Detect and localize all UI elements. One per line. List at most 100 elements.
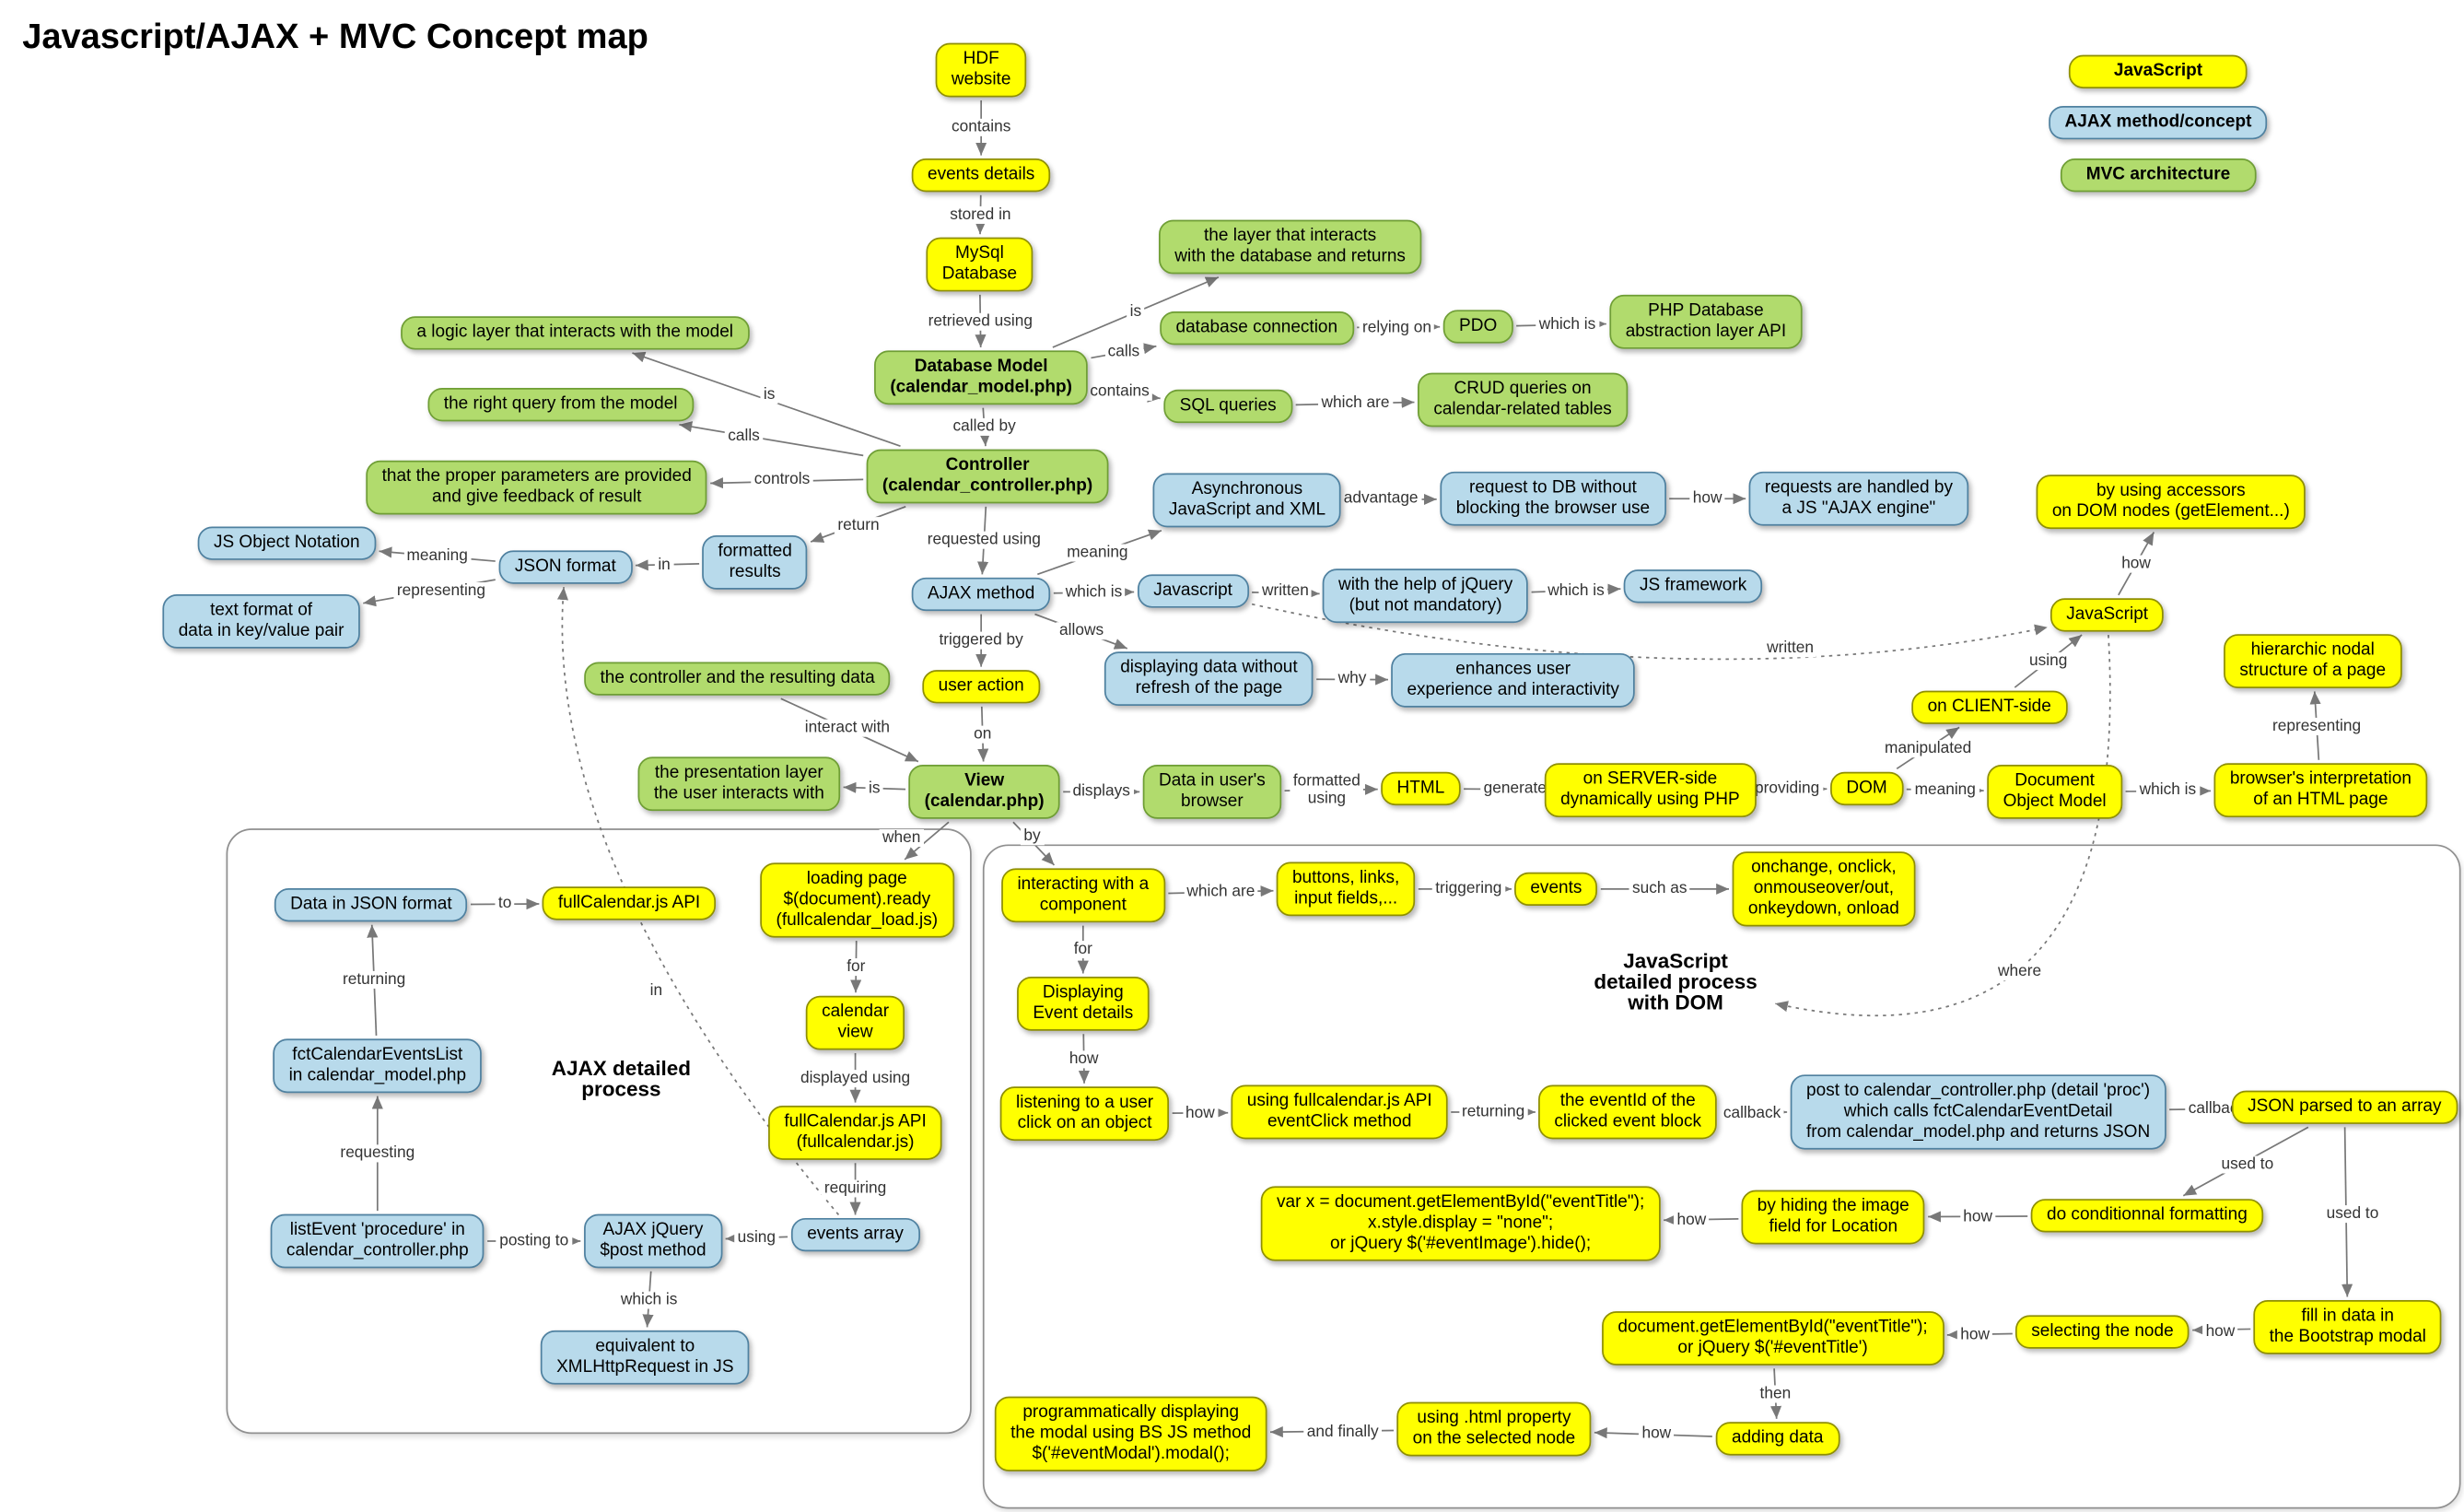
node-loading_page: loading page $(document).ready (fullcale…: [760, 862, 954, 938]
node-dom: DOM: [1830, 771, 1904, 806]
edge-label-javascript_yellow-dom_label: where: [1994, 963, 2045, 981]
node-dom_label: JavaScript detailed process with DOM: [1594, 948, 1757, 1014]
edge-label-view-interacting: by: [1020, 827, 1045, 846]
node-data_json: Data in JSON format: [274, 888, 468, 922]
edge-label-events_array-json_format: in: [647, 982, 666, 1001]
node-prog_display: programmatically displaying the modal us…: [994, 1396, 1267, 1471]
edge-label-selecting_node-get_title: how: [1956, 1326, 1993, 1344]
edge-label-browser_interp-hierarchic: representing: [2269, 717, 2365, 735]
edge-label-adding_data-html_property: how: [1638, 1424, 1675, 1443]
edge-label-ajax_jquery_post-xmlhttp: which is: [617, 1290, 681, 1308]
node-calendar_view: calendar view: [805, 995, 905, 1050]
node-mysql: MySql Database: [926, 237, 1033, 292]
node-js_framework: JS framework: [1623, 569, 1763, 604]
node-displaying_event: Displaying Event details: [1017, 976, 1150, 1031]
edge-label-javascript_blue-jquery_help: written: [1258, 582, 1313, 601]
edge-label-view-loading_page: when: [879, 829, 924, 848]
node-enhances: enhances user experience and interactivi…: [1391, 652, 1636, 708]
node-eventclick: using fullcalendar.js API eventClick met…: [1231, 1084, 1448, 1140]
edge-label-data_json-fullcalendar_api: to: [495, 895, 515, 913]
edge-label-fill_modal-selecting_node: how: [2202, 1323, 2238, 1342]
node-buttons: buttons, links, input fields,...: [1276, 861, 1416, 917]
node-controller: Controller (calendar_controller.php): [866, 449, 1109, 504]
edge-label-eventid-post_controller: callback: [1720, 1105, 1784, 1123]
edge-label-json_format-js_object_notation: meaning: [403, 547, 472, 566]
edge-label-display_no_refresh-enhances: why: [1335, 670, 1370, 688]
node-data_browser: Data in user's browser: [1142, 764, 1282, 819]
edge-label-dom-client_side: manipulated: [1881, 739, 1975, 757]
edge-label-javascript_yellow-accessors: how: [2118, 555, 2155, 573]
node-legend_js: JavaScript: [2068, 54, 2248, 88]
edge-label-events_details-mysql: stored in: [946, 205, 1014, 224]
edge-label-dom-dom_full: meaning: [1911, 780, 1979, 799]
edge-label-ajax_method-javascript_blue: which is: [1062, 583, 1126, 602]
edge-label-controller-right_query: calls: [724, 428, 764, 446]
node-ajax_async: Asynchronous JavaScript and XML: [1152, 473, 1342, 528]
edge-label-json_format-text_format: representing: [393, 582, 489, 601]
edge-label-sql_queries-crud: which are: [1318, 393, 1393, 412]
node-accessors: by using accessors on DOM nodes (getElem…: [2036, 475, 2306, 530]
edge-label-interacting-displaying_event: for: [1070, 941, 1096, 959]
node-logic_layer: a logic layer that interacts with the mo…: [401, 316, 750, 350]
edge-label-controller_resulting-view: interact with: [801, 719, 893, 737]
node-dom_full: Document Object Model: [1987, 764, 2122, 819]
edge-label-fullcalendar_api2-events_array: requiring: [821, 1179, 890, 1198]
node-proper_params: that the proper parameters are provided …: [366, 460, 708, 515]
edge-label-jquery_help-js_framework: which is: [1544, 581, 1608, 600]
node-ajax_label: AJAX detailed process: [551, 1056, 691, 1101]
edge-label-json_parsed-conditional: used to: [2218, 1155, 2277, 1174]
node-events_array: events array: [790, 1217, 920, 1252]
node-javascript_blue: Javascript: [1138, 574, 1249, 608]
node-formatted_results: formatted results: [702, 534, 809, 590]
edge-events_array-json_format: [556, 587, 840, 1216]
edge-label-db_model-sql_queries: contains: [1086, 382, 1153, 401]
edge-label-listevent-ajax_jquery_post: posting to: [496, 1232, 572, 1250]
node-onchange: onchange, onclick, onmouseover/out, onke…: [1732, 851, 1916, 927]
node-db_conn: database connection: [1160, 311, 1354, 346]
node-db_model: Database Model (calendar_model.php): [874, 350, 1089, 405]
edge-label-mysql-db_model: retrieved using: [925, 311, 1036, 330]
edge-label-events_array-ajax_jquery_post: using: [734, 1228, 779, 1247]
node-hdf: HDF website: [935, 42, 1027, 98]
edge-label-json_parsed-fill_modal: used to: [2323, 1205, 2382, 1224]
edge-label-controller-proper_params: controls: [751, 470, 813, 488]
edge-label-db_model-layer_interacts: is: [1127, 303, 1145, 322]
edge-label-view-presentation_layer: is: [865, 779, 884, 798]
edge-label-formatted_results-json_format: in: [654, 557, 674, 575]
edge-label-ajax_method-display_no_refresh: allows: [1056, 622, 1107, 640]
edge-label-controller-formatted_results: return: [834, 517, 883, 535]
edge-label-listening-eventclick: how: [1182, 1104, 1219, 1122]
node-events_details: events details: [911, 158, 1051, 193]
edge-label-ajax_method-user_action: triggered by: [936, 631, 1027, 650]
edge-label-controller-logic_layer: is: [760, 386, 778, 404]
section-ajax-process-box: [226, 828, 972, 1435]
node-js_object_notation: JS Object Notation: [197, 526, 376, 560]
node-user_action: user action: [922, 670, 1040, 704]
edge-label-ajax_method-ajax_async: meaning: [1063, 544, 1132, 562]
edge-label-listevent-fct_list: requesting: [336, 1144, 418, 1163]
node-post_controller: post to calendar_controller.php (detail …: [1790, 1074, 2166, 1150]
edge-label-hiding_image-var_x: how: [1674, 1212, 1710, 1230]
edge-label-loading_page-calendar_view: for: [843, 957, 869, 976]
node-view: View (calendar.php): [908, 764, 1060, 819]
node-browser_interp: browser's interpretation of an HTML page: [2213, 763, 2428, 818]
edge-label-calendar_view-fullcalendar_api2: displayed using: [797, 1069, 914, 1087]
edge-label-pdo-php_db: which is: [1536, 316, 1599, 334]
node-conditional: do conditionnal formatting: [2030, 1199, 2264, 1233]
node-json_format: JSON format: [498, 550, 633, 584]
node-json_parsed: JSON parsed to an array: [2231, 1090, 2458, 1124]
edge-label-request_db-ajax_engine: how: [1689, 489, 1725, 508]
edge-label-events_node-onchange: such as: [1629, 880, 1691, 898]
node-fill_modal: fill in data in the Bootstrap modal: [2253, 1299, 2443, 1354]
node-eventid: the eventId of the clicked event block: [1538, 1084, 1718, 1140]
edge-label-view-data_browser: displays: [1069, 782, 1134, 801]
node-fullcalendar_api: fullCalendar.js API: [542, 886, 717, 920]
node-events_node: events: [1514, 872, 1598, 907]
node-selecting_node: selecting the node: [2014, 1315, 2190, 1349]
node-controller_resulting: the controller and the resulting data: [584, 662, 891, 696]
edge-label-ajax_async-request_db: advantage: [1340, 489, 1422, 508]
edge-label-db_model-controller: called by: [950, 417, 1020, 436]
edge-label-javascript_blue-javascript_yellow: written: [1763, 639, 1817, 658]
node-right_query: the right query from the model: [427, 388, 694, 422]
